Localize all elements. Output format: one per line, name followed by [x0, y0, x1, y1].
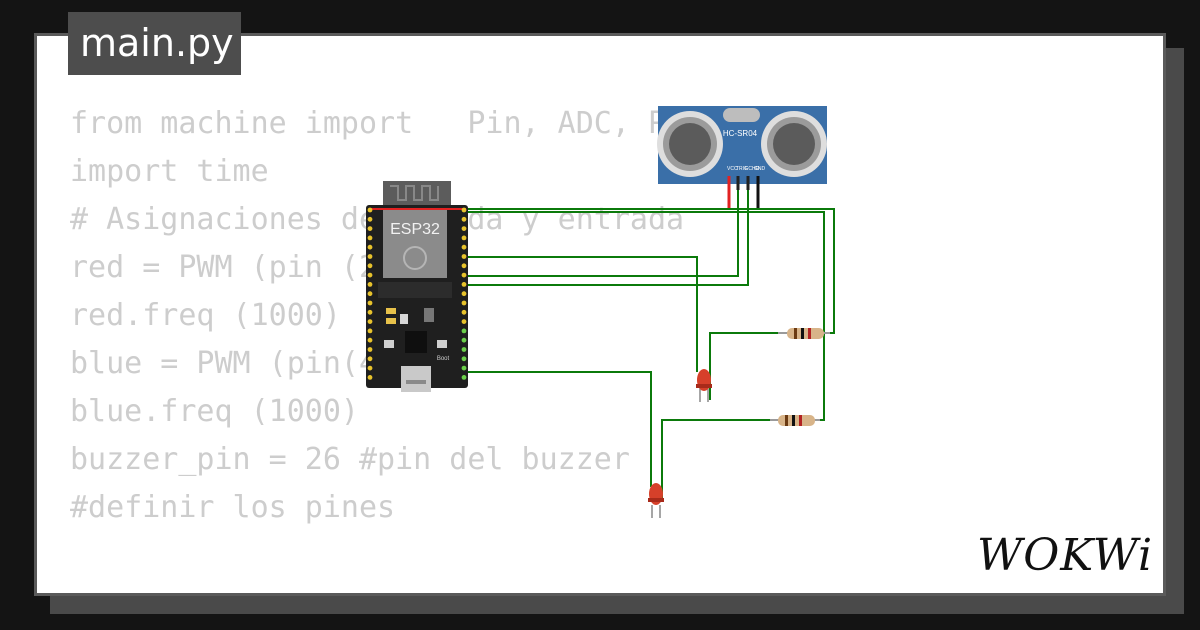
- rf-area: [378, 282, 452, 298]
- header-pin: [461, 347, 467, 352]
- header-pin: [367, 356, 373, 362]
- header-pin: [461, 244, 467, 250]
- header-pin: [367, 263, 373, 269]
- header-pin: [367, 347, 373, 352]
- header-pin: [367, 216, 373, 222]
- header-pin: [367, 300, 373, 306]
- header-pin: [367, 244, 373, 250]
- code-line: blue.freq (1000): [70, 394, 359, 429]
- header-pin: [461, 207, 467, 213]
- code-line: import time: [70, 154, 269, 189]
- sensor-pin-label: TRIG: [736, 166, 748, 172]
- file-tab[interactable]: main.py: [68, 12, 241, 75]
- wire: [468, 211, 825, 421]
- pin-header-right: [461, 207, 467, 324]
- led[interactable]: [648, 483, 664, 518]
- header-pin: [367, 319, 373, 324]
- header-pin: [461, 300, 467, 306]
- wires: [468, 184, 835, 500]
- wire: [661, 419, 778, 500]
- esp32-board[interactable]: ESP32 Boot: [366, 181, 468, 392]
- header-pin: [367, 337, 373, 343]
- smd-component: [400, 314, 408, 324]
- code-line: red.freq (1000): [70, 298, 341, 333]
- header-pin: [367, 207, 373, 213]
- header-pin: [367, 328, 373, 334]
- hc-sr04-sensor[interactable]: HC-SR04 VCC TRIG ECHO GND: [657, 106, 827, 208]
- sensor-pin-label: VCC: [727, 166, 738, 172]
- mcu-label: ESP32: [390, 221, 440, 238]
- header-pin: [461, 272, 467, 278]
- usb-slot: [406, 380, 426, 384]
- antenna: [383, 181, 451, 207]
- sensor-pins: [727, 176, 760, 208]
- header-pin: [461, 216, 467, 222]
- led[interactable]: [696, 369, 712, 402]
- wire: [468, 371, 652, 487]
- header-pin: [461, 226, 467, 232]
- boot-label: Boot: [437, 356, 450, 362]
- header-pin: [367, 291, 373, 297]
- smd-component: [386, 308, 396, 314]
- espressif-logo-icon: [403, 246, 427, 270]
- header-pin: [461, 375, 467, 380]
- regulator: [424, 308, 434, 322]
- header-pin: [461, 263, 467, 269]
- boot-button[interactable]: [437, 340, 447, 348]
- header-pin: [367, 282, 373, 287]
- resistor[interactable]: [778, 328, 830, 339]
- antenna-trace: [390, 185, 439, 201]
- wire: [468, 208, 835, 334]
- header-pin: [367, 365, 373, 371]
- en-button[interactable]: [384, 340, 394, 348]
- code-line: buzzer_pin = 26 #pin del buzzer: [70, 442, 630, 477]
- crystal: [723, 108, 760, 122]
- header-pin: [461, 356, 467, 362]
- header-pin: [461, 282, 467, 287]
- wokwi-logo: WOKWi: [977, 530, 1154, 581]
- header-pin: [461, 254, 467, 259]
- sensor-pin-label: GND: [754, 166, 766, 172]
- header-pin: [367, 272, 373, 278]
- resistor[interactable]: [770, 415, 820, 426]
- resistor-body: [778, 415, 815, 426]
- pin-header-left: [367, 207, 373, 380]
- wire: [468, 184, 749, 286]
- header-pin: [461, 319, 467, 324]
- shield-can: [383, 210, 447, 278]
- sensor-pin-label: ECHO: [745, 166, 760, 172]
- header-pin: [367, 309, 373, 315]
- sensor-label: HC-SR04: [723, 129, 758, 138]
- chip: [405, 331, 427, 353]
- header-pin: [461, 291, 467, 297]
- resistor-body: [787, 328, 824, 339]
- wire: [468, 184, 739, 277]
- header-pin: [367, 226, 373, 232]
- header-pin: [461, 309, 467, 315]
- connected-pins: [461, 328, 467, 380]
- header-pin: [461, 337, 467, 343]
- header-pin: [461, 235, 467, 241]
- header-pin: [461, 365, 467, 371]
- header-pin: [367, 254, 373, 259]
- header-pin: [461, 328, 467, 334]
- svg-text:VCC TRIG ECHO: VCC TRIG ECHO GND: [727, 166, 766, 172]
- code-line: #definir los pines: [70, 490, 396, 525]
- header-pin: [367, 375, 373, 380]
- usb-port: [401, 366, 431, 392]
- smd-component: [386, 318, 396, 324]
- wire: [709, 332, 787, 400]
- header-pin: [367, 235, 373, 241]
- wire: [468, 256, 698, 372]
